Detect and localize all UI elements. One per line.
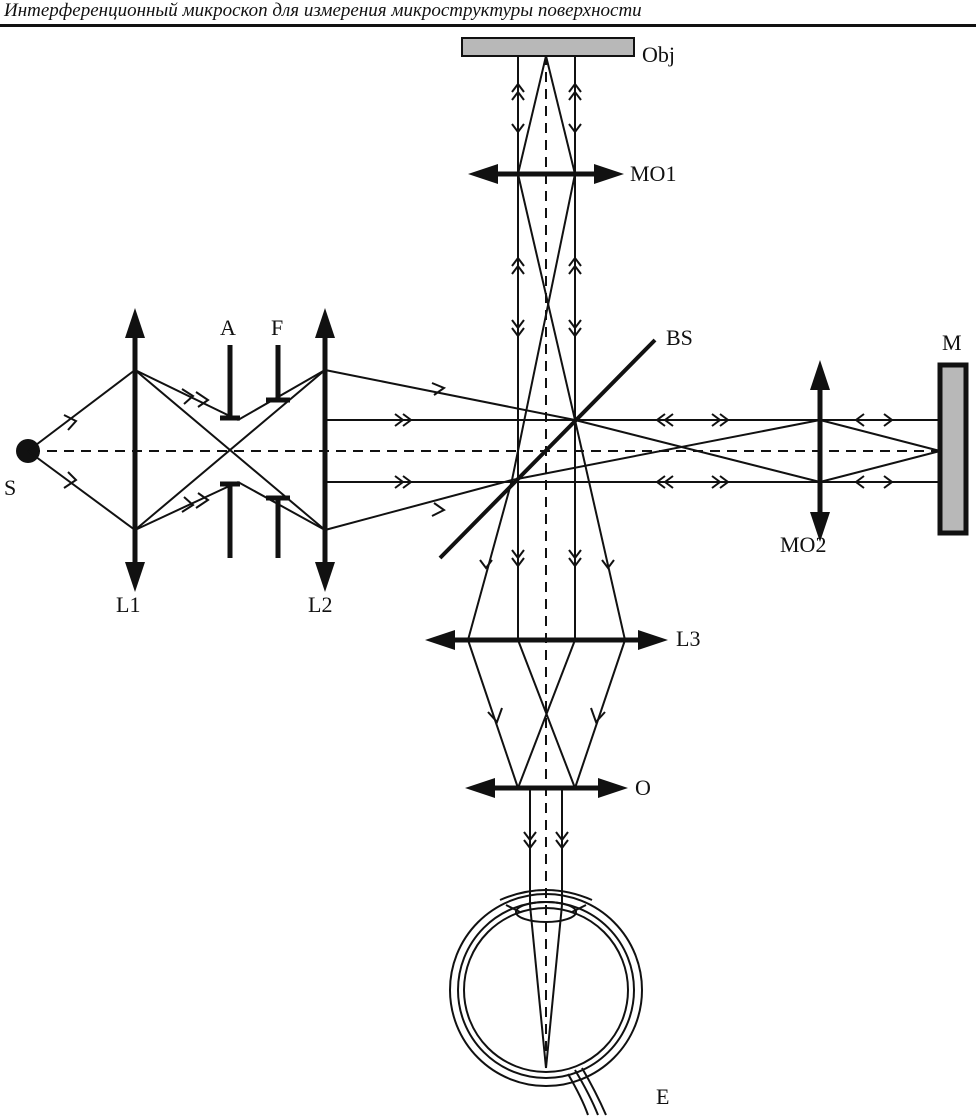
label-a: A — [220, 315, 236, 340]
label-l3: L3 — [676, 626, 700, 651]
imaging-marks — [487, 707, 606, 724]
eye-ray-marks — [523, 831, 569, 850]
reference-arm-rays — [324, 369, 941, 531]
label-m: M — [942, 330, 962, 355]
imaging-rays — [467, 639, 626, 789]
object-arm-rays — [467, 55, 626, 641]
label-o: O — [635, 775, 651, 800]
ray-direction-marks — [63, 388, 210, 513]
page-title: Интерференционный микроскоп для измерени… — [4, 0, 642, 21]
label-obj: Obj — [642, 42, 675, 67]
horizontal-arm-marks — [394, 382, 894, 517]
field-stop-f-icon — [266, 345, 290, 558]
optical-axes — [30, 55, 938, 1055]
label-f: F — [271, 315, 283, 340]
illumination-rays — [27, 369, 326, 531]
label-mo1: MO1 — [630, 161, 676, 186]
label-bs: BS — [666, 325, 693, 350]
label-s: S — [4, 475, 16, 500]
beam-splitter-icon — [438, 338, 657, 560]
aperture-a-icon — [220, 345, 240, 558]
title-rule — [0, 24, 976, 27]
object-sample-icon — [461, 37, 635, 58]
label-l1: L1 — [116, 592, 140, 617]
component-labels: Obj MO1 BS M A F S L1 L2 MO2 L3 O E — [4, 42, 962, 1109]
eye-icon — [449, 889, 643, 1116]
vertical-arm-marks — [479, 82, 615, 570]
label-e: E — [656, 1084, 669, 1109]
reference-mirror-icon — [937, 362, 969, 536]
label-l2: L2 — [308, 592, 332, 617]
label-mo2: MO2 — [780, 532, 826, 557]
